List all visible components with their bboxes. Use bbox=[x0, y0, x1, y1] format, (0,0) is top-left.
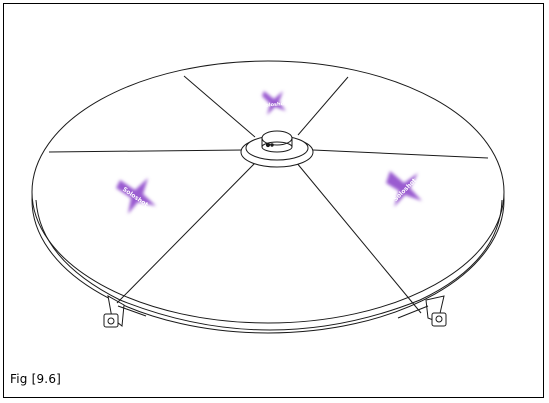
center-hub-controller-icon bbox=[240, 130, 314, 168]
left-caster-icon bbox=[103, 295, 147, 328]
star-floor-marker-icon bbox=[262, 91, 286, 115]
right-caster-icon bbox=[397, 295, 447, 327]
star-floor-marker-icon bbox=[386, 171, 422, 207]
floor-marker-top: Soloshot bbox=[262, 91, 288, 115]
figure-caption: Fig [9.6] bbox=[10, 372, 62, 386]
floor-marker-label: Soloshot bbox=[262, 101, 288, 109]
segment-lines bbox=[48, 75, 489, 314]
star-floor-marker-icon bbox=[116, 178, 156, 214]
platform-top bbox=[31, 60, 505, 331]
